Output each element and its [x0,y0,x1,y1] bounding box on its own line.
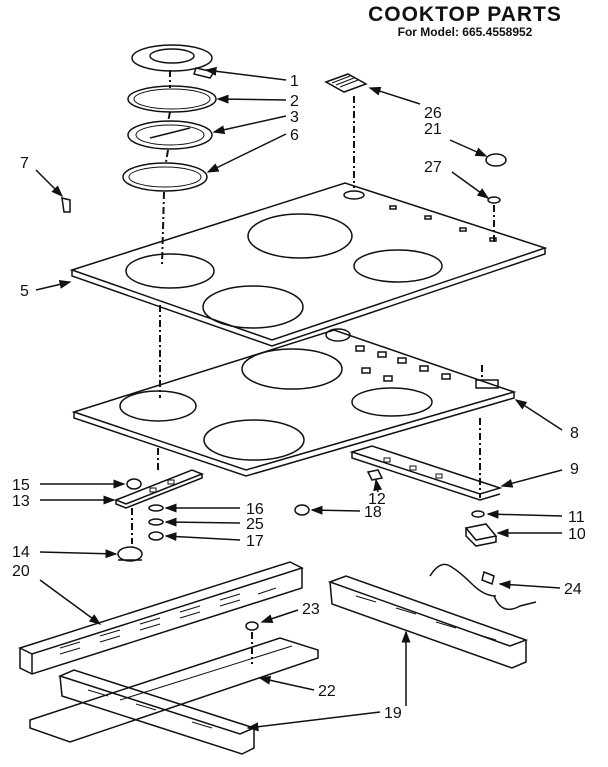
callout-1: 1 [290,73,299,90]
drip-ring-2 [127,85,217,113]
callout-10: 10 [568,526,586,543]
drip-pan-3 [127,120,213,150]
cooktop-main-body-8 [71,328,517,477]
terminal-block-14 [117,546,143,562]
callout-5: 5 [20,283,29,300]
washer-16 [148,504,164,512]
callout-6: 6 [290,127,299,144]
callout-12: 12 [368,491,386,508]
cooktop-top-panel-5 [69,182,548,347]
callout-3: 3 [290,109,299,126]
callout-2: 2 [290,93,299,110]
callout-19: 19 [384,705,402,722]
callout-24: 24 [564,581,582,598]
washer-11 [471,510,485,518]
callout-labels: 1 2 3 6 7 5 26 21 27 8 9 12 11 10 18 15 … [12,73,586,722]
wire-harness-24 [429,563,537,611]
leader-lines [35,66,563,732]
callout-21: 21 [424,121,442,138]
nut-17 [148,531,164,541]
callout-23: 23 [302,601,320,618]
rear-rail-19-upper [327,575,529,669]
switch-10 [464,523,498,547]
washer-25 [148,518,164,526]
callout-15: 15 [12,477,30,494]
burner-element-1 [131,44,216,79]
vent-grille-26 [324,73,368,93]
callout-16: 16 [246,501,264,518]
bottom-pan-22 [29,637,319,743]
bracket-9 [349,445,503,501]
screw-23 [245,621,259,631]
callout-26: 26 [424,105,442,122]
grommet-18 [294,504,310,516]
callout-22: 22 [318,683,336,700]
model-number: For Model: 665.4558952 [397,25,533,39]
callout-27: 27 [424,159,442,176]
side-rail-20 [18,561,304,675]
diagram-title: COOKTOP PARTS [368,3,562,26]
burner-axis-line [161,70,171,266]
clip-7 [61,197,71,213]
callout-20: 20 [12,563,30,580]
callout-8: 8 [570,425,579,442]
callout-7: 7 [20,155,29,172]
screw-15 [126,478,142,490]
clip-12 [366,469,384,481]
callout-25: 25 [246,516,264,533]
callout-11: 11 [568,509,585,526]
callout-14: 14 [12,544,30,561]
callout-18: 18 [364,504,382,521]
element-bracket-13 [113,469,205,509]
callout-17: 17 [246,533,264,550]
spring-clip-27 [487,196,501,204]
callout-9: 9 [570,461,579,478]
trim-ring-6 [122,162,208,192]
callout-13: 13 [12,493,30,510]
knob-insert-21 [485,153,507,167]
